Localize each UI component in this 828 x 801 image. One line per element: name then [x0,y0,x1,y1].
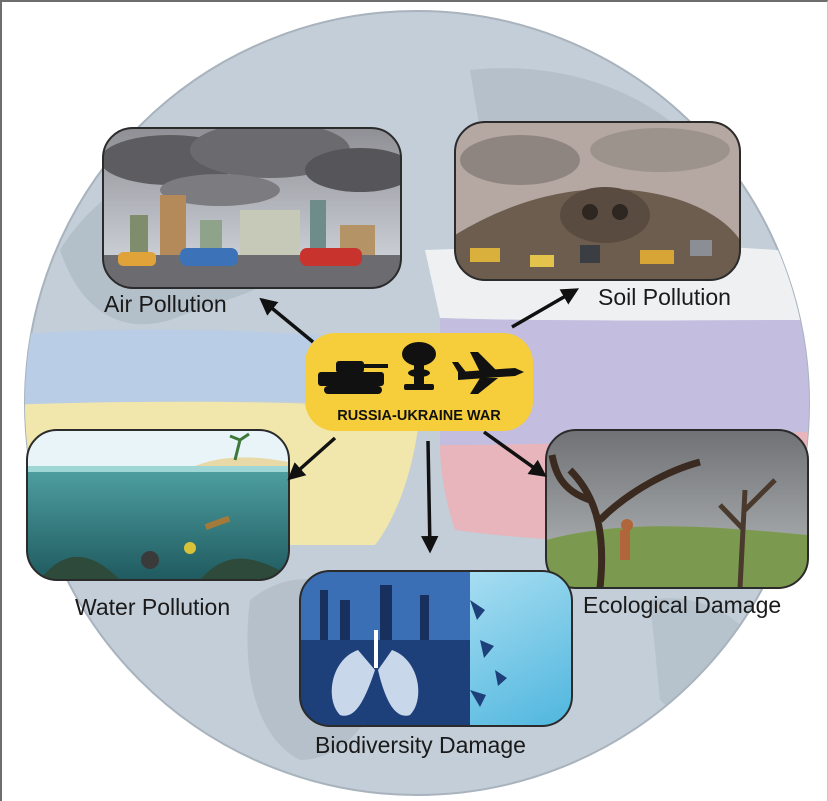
label-biodiversity-damage: Biodiversity Damage [315,732,526,758]
tank-icon [318,361,388,394]
arrow-to-soil-pollution [511,288,580,329]
hub-box: RUSSIA-UKRAINE WAR [305,333,533,431]
water-pollution-image [26,429,290,581]
arrow-to-biodiversity-damage [420,440,439,554]
hub-label: RUSSIA-UKRAINE WAR [337,408,501,424]
russia-flag-blue [440,318,809,445]
label-soil-pollution: Soil Pollution [598,284,731,310]
arrow-to-air-pollution [259,297,315,344]
arrow-to-ecological-damage [482,430,547,478]
label-water-pollution: Water Pollution [75,594,231,620]
label-air-pollution: Air Pollution [104,291,227,317]
air-pollution-image [102,127,402,289]
ecological-damage-image [545,429,809,589]
arrow-to-water-pollution [287,436,337,481]
arrows [259,288,580,554]
label-ecological-damage: Ecological Damage [583,592,782,618]
jet-icon [452,352,524,394]
soil-pollution-image [454,121,741,281]
biodiversity-damage-image [299,570,573,727]
explosion-icon [402,342,436,390]
